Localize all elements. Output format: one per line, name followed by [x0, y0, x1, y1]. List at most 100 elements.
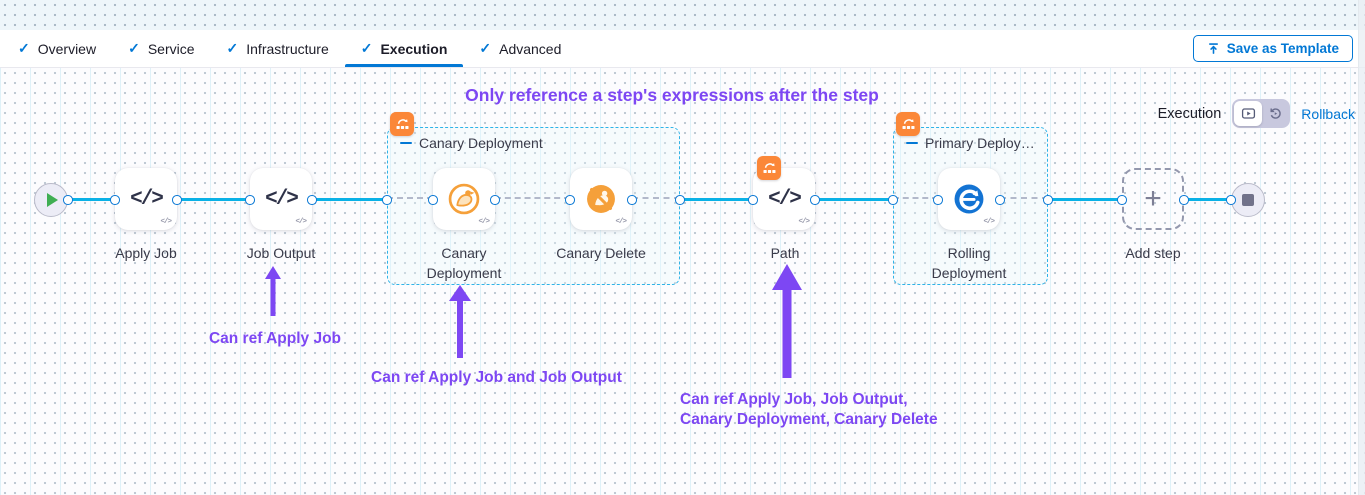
- tab-label: Overview: [37, 40, 97, 57]
- canary-deployment-icon: [448, 183, 480, 215]
- execution-view-icon: [1241, 108, 1255, 119]
- step-card-job-output[interactable]: </> </>: [250, 168, 312, 230]
- connector-port[interactable]: [810, 195, 820, 205]
- step-label-rolling-deployment: Rolling Deployment: [931, 245, 1007, 281]
- step-card-rolling-deployment[interactable]: </>: [938, 168, 1000, 230]
- connector-line: [177, 198, 250, 201]
- code-icon: </>: [265, 187, 299, 211]
- tab-label: Service: [147, 40, 195, 57]
- annotation-arrow-path: [772, 264, 802, 378]
- connector-port[interactable]: [627, 195, 637, 205]
- step-card-canary-delete[interactable]: </>: [570, 168, 632, 230]
- connector-line-dashed: [495, 197, 570, 199]
- connector-line-dashed: [1000, 197, 1048, 199]
- canvas-top-strip: [0, 0, 1365, 30]
- connector-line-dashed: [893, 197, 938, 199]
- connector-port[interactable]: [490, 195, 500, 205]
- execution-rollback-switcher: Execution Rollback: [1158, 99, 1355, 128]
- connector-line: [312, 198, 387, 201]
- rollback-link[interactable]: Rollback: [1301, 105, 1355, 122]
- code-glyph: </>: [615, 218, 626, 226]
- pipeline-end-node[interactable]: [1231, 183, 1265, 217]
- tab-label: Infrastructure: [246, 40, 329, 57]
- tab-label: Execution: [380, 40, 448, 57]
- annotation-arrow-job-output: [265, 266, 281, 316]
- pipeline-canvas[interactable]: Only reference a step's expressions afte…: [0, 68, 1365, 495]
- group-header: Primary Deploy…: [906, 135, 1035, 151]
- rollback-steps-badge-icon: [390, 112, 414, 136]
- check-icon: ✓: [479, 40, 492, 56]
- step-card-canary-deployment[interactable]: </>: [433, 168, 495, 230]
- add-step-button[interactable]: +: [1122, 168, 1184, 230]
- connector-port[interactable]: [748, 195, 758, 205]
- code-glyph: </>: [478, 218, 489, 226]
- check-icon: ✓: [128, 40, 140, 56]
- connector-port[interactable]: [172, 195, 182, 205]
- connector-port[interactable]: [1043, 195, 1053, 205]
- view-toggle: [1232, 99, 1291, 128]
- rollback-view-button[interactable]: [1262, 101, 1288, 126]
- connector-line: [1048, 198, 1122, 201]
- connector-port[interactable]: [307, 195, 317, 205]
- play-icon: [47, 193, 58, 207]
- collapse-group-icon[interactable]: [906, 141, 918, 145]
- connector-port[interactable]: [1179, 195, 1189, 205]
- scrollbar-track[interactable]: [1358, 0, 1365, 495]
- connector-port[interactable]: [888, 195, 898, 205]
- tab-label: Advanced: [499, 40, 562, 57]
- tab-execution[interactable]: ✓ Execution: [344, 30, 464, 67]
- annotation-ref3-line1: Can ref Apply Job, Job Output,: [680, 391, 908, 408]
- upload-icon: [1208, 43, 1218, 54]
- connector-line: [680, 198, 753, 201]
- connector-port[interactable]: [428, 195, 438, 205]
- annotation-title: Only reference a step's expressions afte…: [465, 85, 879, 105]
- stage-tabbar: ✓ Overview ✓ Service ✓ Infrastructure ✓ …: [0, 30, 1365, 68]
- annotation-ref1: Can ref Apply Job: [208, 330, 342, 347]
- check-icon: ✓: [226, 40, 239, 56]
- stop-icon: [1242, 194, 1254, 206]
- connector-port[interactable]: [1117, 195, 1127, 205]
- step-card-apply-job[interactable]: </> </>: [115, 168, 177, 230]
- connector-port[interactable]: [675, 195, 685, 205]
- rollback-view-icon: [1270, 108, 1281, 119]
- connector-port[interactable]: [1226, 195, 1236, 205]
- connector-port[interactable]: [110, 195, 120, 205]
- code-icon: </>: [130, 187, 164, 211]
- rollback-steps-badge-icon: [896, 112, 920, 136]
- annotation-ref3-line2: Canary Deployment, Canary Delete: [680, 410, 938, 428]
- step-label-job-output: Job Output: [246, 245, 316, 261]
- save-as-template-button[interactable]: Save as Template: [1192, 35, 1353, 62]
- connector-port[interactable]: [382, 195, 392, 205]
- rolling-deployment-icon: [954, 184, 984, 214]
- tab-overview[interactable]: ✓ Overview: [2, 30, 112, 67]
- connector-port[interactable]: [63, 195, 73, 205]
- rollback-steps-badge-icon: [757, 156, 781, 180]
- code-glyph: </>: [295, 218, 306, 226]
- connector-line: [815, 198, 893, 201]
- canary-delete-icon: [587, 185, 615, 213]
- annotation-ref3: Can ref Apply Job, Job Output, Canary De…: [680, 390, 938, 429]
- collapse-group-icon[interactable]: [400, 141, 412, 145]
- execution-view-button[interactable]: [1234, 101, 1263, 126]
- connector-port[interactable]: [995, 195, 1005, 205]
- connector-line-dashed: [387, 197, 433, 199]
- group-header: Canary Deployment: [400, 135, 543, 151]
- add-step-label: Add step: [1125, 245, 1181, 261]
- connector-port[interactable]: [565, 195, 575, 205]
- code-glyph: </>: [160, 218, 171, 226]
- plus-icon: +: [1144, 182, 1162, 215]
- annotation-ref2: Can ref Apply Job and Job Output: [371, 369, 622, 386]
- tab-infrastructure[interactable]: ✓ Infrastructure: [211, 30, 345, 67]
- connector-port[interactable]: [245, 195, 255, 205]
- execution-toggle-label: Execution: [1157, 105, 1222, 122]
- connector-port[interactable]: [933, 195, 943, 205]
- code-icon: </>: [768, 187, 802, 211]
- tab-service[interactable]: ✓ Service: [112, 30, 210, 67]
- group-name: Primary Deploy…: [925, 135, 1035, 151]
- check-icon: ✓: [360, 40, 373, 56]
- connector-line: [68, 198, 115, 201]
- check-icon: ✓: [18, 40, 30, 56]
- save-as-template-label: Save as Template: [1226, 41, 1339, 56]
- tab-advanced[interactable]: ✓ Advanced: [463, 30, 577, 67]
- connector-line-dashed: [632, 197, 680, 199]
